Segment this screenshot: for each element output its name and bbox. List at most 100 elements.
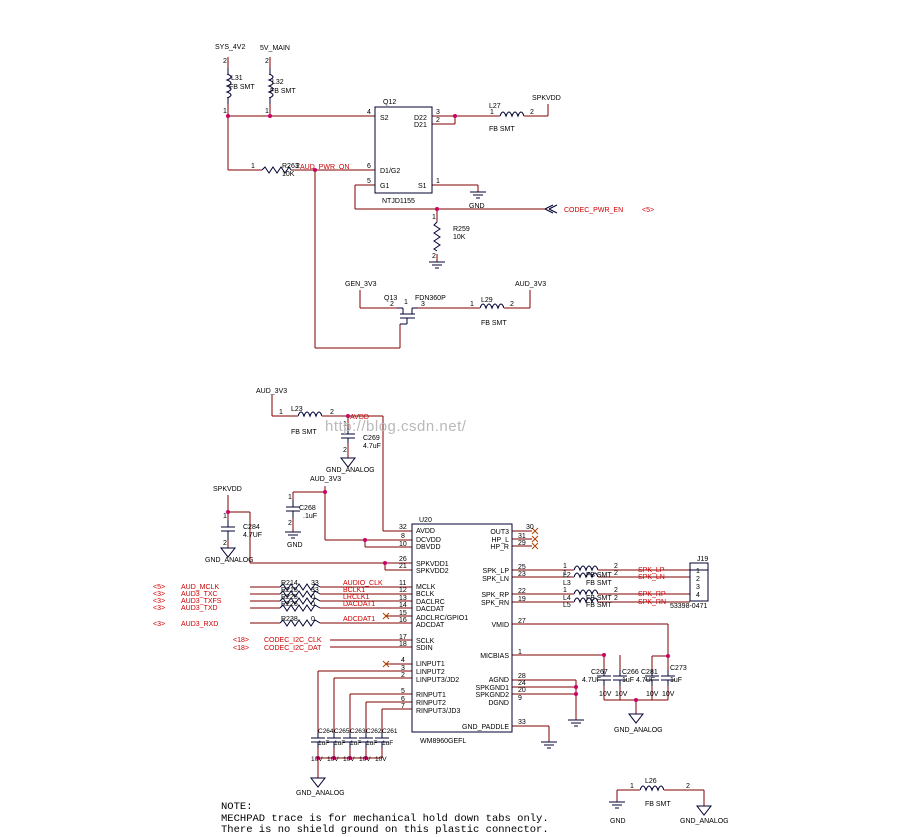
u20-left-pins-6-num-label: 12 [399,587,407,594]
audio-bus-4-res-val-label: 0 [311,616,315,623]
u20-left-pins-13-num-label: 4 [401,657,405,664]
speaker-out-3-net-label: SPK_RN [638,599,666,606]
u20-left-pins-12-name-label: SDIN [416,645,433,652]
q12-n1-label: 1 [436,178,440,185]
audio-bus-3-codec-net-label: DACDAT1 [343,601,375,608]
parts-r263-n2-label: 2 [296,163,300,170]
audio-bus-2-codec-net-label: LRCLK1 [343,594,370,601]
u20-right-pins-13-num-label: 33 [518,719,526,726]
audio-bus-3-page-label: <3> [153,605,165,612]
u20-left-pins-9-name-label: ADCLRC/GPIO1 [416,615,468,622]
right-caps-3-volt-label: 10V [662,691,675,698]
right-caps-2-ref-label: C281 [641,669,658,676]
input-caps-3-val-label: 1uF [366,740,377,747]
q12-body [374,106,433,194]
input-caps-0-ref-label: C264 [318,728,334,735]
parts-c268-n1-label: 1 [288,494,292,501]
rail-aud-3v3-low: AUD_3V3 [310,476,341,483]
parts-l26-n1-label: 1 [630,783,634,790]
q12-pin-g1-label: G1 [380,183,389,190]
parts-l27-n1-label: 1 [490,109,494,116]
parts-r263-val-label: 10K [282,171,295,178]
parts-l32-n2-label: 2 [265,58,269,65]
u20-right-pins-12-num-label: 9 [518,695,522,702]
parts-r259-n2-label: 2 [432,253,436,260]
u20-right-pins-2-name-label: HP_R [490,544,509,551]
u20-left-pins-14-num-label: 3 [401,665,405,672]
u20-right-pins-11-name-label: SPKGND2 [476,692,510,699]
note-title: NOTE: [221,801,253,813]
r263-zigzag [261,166,292,174]
parts-r259-ref-label: R259 [453,226,470,233]
u20-left-pins-11-name-label: SCLK [416,638,435,645]
right-caps-1-volt-label: 10V [615,691,628,698]
rail-spkvdd-low: SPKVDD [213,486,242,493]
i2c-0-page-label: <18> [233,637,249,644]
parts-l23-val-label: FB SMT [291,429,317,436]
u20-right-pins-7-name-label: VMID [492,622,510,629]
u20-left-pins-18-name-label: RINPUT3/JD3 [416,708,460,715]
parts-l29-val-label: FB SMT [481,320,507,327]
audio-bus-2-page-label: <3> [153,598,165,605]
gnd-label-q12: GND [469,203,485,210]
rail-aud-3v3-top: AUD_3V3 [515,281,546,288]
u20-right-pins-9-name-label: AGND [489,677,509,684]
gnd-analog-inputs: GND_ANALOG [296,790,345,797]
mechpad-note: NOTE: MECHPAD trace is for mechanical ho… [221,801,549,837]
parts-c284-val-label: 4.7UF [243,532,262,539]
parts-l27-n2-label: 2 [614,587,618,594]
q13-n1-label: 1 [404,299,408,306]
note-line-2: There is no shield ground on this plasti… [221,824,549,836]
q13-ref: Q13 [384,295,397,302]
q12-ref: Q12 [383,99,396,106]
u20-left-pins-7-num-label: 13 [399,595,407,602]
speaker-out-0-ind-label: L2 [563,572,571,579]
rail-sys-4v2: SYS_4V2 [215,44,245,51]
parts-l26-n2-label: 2 [686,783,690,790]
audio-bus-4-net-label: AUD3_RXD [181,621,218,628]
audio-bus-0-res-label: R214 [281,580,298,587]
u20-right-pins-8-name-label: MICBIAS [480,653,509,660]
parts-l27-n2-label: 2 [614,570,618,577]
u20-left-pins-8-name-label: DACDAT [416,606,445,613]
u20-left-pins-15-name-label: LINPUT3/JD2 [416,677,459,684]
audio-bus-4-page-label: <3> [153,621,165,628]
i2c-1-net-label: CODEC_I2C_DAT [264,645,322,652]
j19-body [689,562,709,602]
u20-left-pins-0-name-label: AVDD [416,528,435,535]
speaker-out-0-pin-label: 1 [696,568,700,575]
speaker-out-0-net-label: SPK_LP [638,567,665,574]
audio-bus-0-res-val-label: 33 [311,580,319,587]
u20-left-pins-10-num-label: 16 [399,617,407,624]
audio-bus-2-res-val-label: 0 [311,594,315,601]
u20-left-pins-2-num-label: 10 [399,541,407,548]
q12-pin-d22-label: D22 [414,115,427,122]
i2c-0-net-label: CODEC_I2C_CLK [264,637,322,644]
gnd-analog-l26: GND_ANALOG [680,818,729,825]
u20-left-pins-4-num-label: 21 [399,563,407,570]
audio-bus-4-codec-net-label: ADCDAT1 [343,616,375,623]
u20-right-pins-6-num-label: 19 [518,596,526,603]
right-caps-1-ref-label: C266 [622,669,639,676]
q12-pin-s1-label: S1 [418,183,427,190]
u20-right-pins-6-name-label: SPK_RN [481,600,509,607]
u20-right-pins-10-name-label: SPKGND1 [476,685,510,692]
input-caps-4-ref-label: C261 [382,728,398,735]
u20-left-pins-17-name-label: RINPUT2 [416,700,446,707]
no-connect-marks [382,527,539,668]
audio-bus-1-net-label: AUD3_TXC [181,591,218,598]
u20-right-pins-5-num-label: 22 [518,588,526,595]
input-caps-2-volt-label: 10V [343,756,355,763]
audio-bus-1-page-label: <3> [153,591,165,598]
right-caps-3-val-label: 1uF [670,677,682,684]
u20-right-pins-0-name-label: OUT3 [490,529,509,536]
u20-left-pins-14-name-label: LINPUT2 [416,669,445,676]
j19-part: 53398-0471 [670,603,707,610]
q12-n3-label: 3 [436,109,440,116]
audio-bus-4-res-label: R238 [281,616,298,623]
u20-right-pins-3-num-label: 25 [518,564,526,571]
u20-left-pins-4-name-label: SPKVDD2 [416,568,449,575]
u20-right-pins-4-num-label: 23 [518,571,526,578]
